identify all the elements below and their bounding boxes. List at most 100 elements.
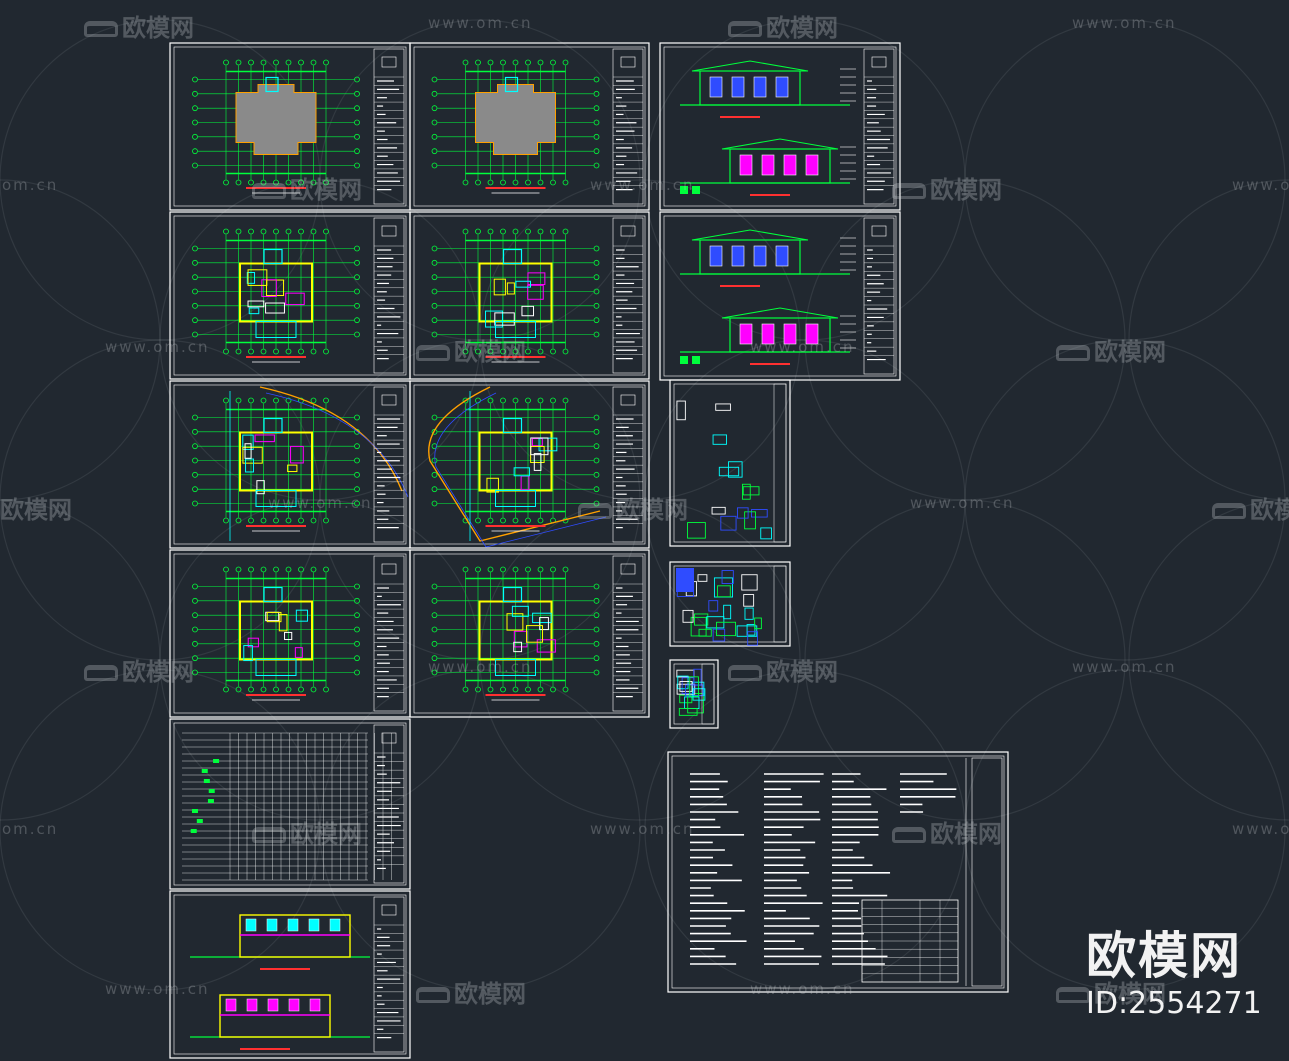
detail-drawing [685, 684, 704, 697]
watermark-circle [804, 179, 1126, 501]
axis-bubble [354, 612, 360, 619]
facade-outline [699, 239, 801, 275]
watermark-brand-text: 欧模网 [930, 820, 1002, 848]
room-outline [242, 446, 263, 464]
axis-bubble [354, 626, 360, 633]
opening [329, 918, 341, 932]
watermark-url: www.om.cn [750, 980, 855, 998]
axis-bubble [248, 179, 254, 186]
axis-bubble [593, 626, 600, 633]
axis-bubble [192, 259, 198, 266]
title-block-logo [381, 732, 397, 744]
axis-bubble [593, 245, 600, 252]
axis-bubble [354, 655, 360, 662]
axis-bubble [593, 414, 600, 421]
room-outline [511, 605, 529, 617]
axis-bubble [273, 686, 279, 693]
sofa-icon [84, 21, 118, 37]
sofa-icon [1056, 987, 1090, 1003]
axis-bubble [235, 228, 242, 235]
title-block-logo [620, 56, 636, 68]
axis-bubble [192, 274, 198, 281]
axis-bubble [310, 59, 317, 66]
schedule-swatch [208, 789, 215, 793]
axis-bubble [593, 331, 600, 338]
axis-bubble [537, 348, 544, 355]
detail-drawing [694, 613, 709, 626]
axis-bubble [475, 566, 481, 573]
axis-bubble [562, 179, 569, 186]
room-outline [287, 464, 298, 473]
watermark-brand-text: 欧模网 [290, 820, 362, 848]
room-outline [531, 438, 543, 447]
axis-bubble [500, 397, 506, 404]
site-boundary-inner [265, 392, 409, 498]
room-outline [536, 639, 556, 653]
axis-bubble [525, 179, 531, 186]
axis-bubble [593, 640, 600, 647]
axis-bubble [323, 397, 329, 404]
axis-bubble [512, 348, 519, 355]
axis-bubble [431, 105, 438, 112]
roof-slab [475, 84, 556, 155]
opening [308, 918, 320, 932]
watermark-brand: 欧模网 [1212, 490, 1289, 525]
axis-bubble [475, 348, 481, 355]
axis-bubble [248, 686, 254, 693]
axis-bubble [593, 583, 600, 590]
axis-bubble [431, 443, 438, 450]
axis-bubble [285, 59, 292, 66]
axis-bubble [260, 686, 267, 693]
schedule-swatch [207, 799, 214, 803]
axis-bubble [235, 59, 242, 66]
axis-bubble [223, 348, 229, 355]
axis-bubble [298, 686, 304, 693]
watermark-brand: 欧模网 [416, 332, 526, 367]
room-outline [494, 312, 515, 326]
sofa-icon [416, 987, 450, 1003]
room-outline [527, 284, 544, 300]
axis-bubble [285, 517, 292, 524]
axis-bubble [223, 686, 229, 693]
window [761, 323, 775, 345]
watermark-brand: 欧模网 [728, 8, 838, 43]
axis-bubble [537, 517, 544, 524]
drawing-sheets [169, 42, 1009, 1059]
opening [267, 998, 279, 1012]
window [709, 76, 723, 98]
sheet-border [667, 751, 1009, 993]
room-outline [261, 279, 277, 297]
axis-bubble [562, 348, 569, 355]
sheet-inner-border [413, 384, 646, 545]
room-outline [526, 625, 544, 643]
axis-bubble [354, 162, 360, 169]
window [783, 323, 797, 345]
axis-bubble [223, 228, 229, 235]
watermark-url: om.cn [2, 176, 59, 194]
watermark-url: www.om.cn [1232, 820, 1289, 838]
sheet-border [409, 42, 650, 211]
axis-bubble [431, 148, 438, 155]
axis-bubble [323, 517, 329, 524]
axis-bubble [462, 228, 469, 235]
axis-bubble [192, 626, 198, 633]
opening [287, 918, 299, 932]
axis-bubble [235, 348, 242, 355]
detail-drawing [677, 675, 689, 690]
watermark-circles [0, 19, 1289, 991]
watermark-url: www.om.cn [910, 494, 1015, 512]
roof-profile [691, 60, 809, 72]
roof-slab [235, 84, 317, 155]
watermark-circle [644, 669, 966, 991]
axis-bubble [323, 59, 329, 66]
window [753, 76, 767, 98]
opening [309, 998, 321, 1012]
stair-core [504, 76, 519, 93]
axis-bubble [298, 566, 304, 573]
title-block [373, 48, 405, 205]
room-outline [242, 434, 254, 450]
stair-core [263, 417, 283, 434]
axis-bubble [593, 105, 600, 112]
room-outline [290, 445, 304, 464]
